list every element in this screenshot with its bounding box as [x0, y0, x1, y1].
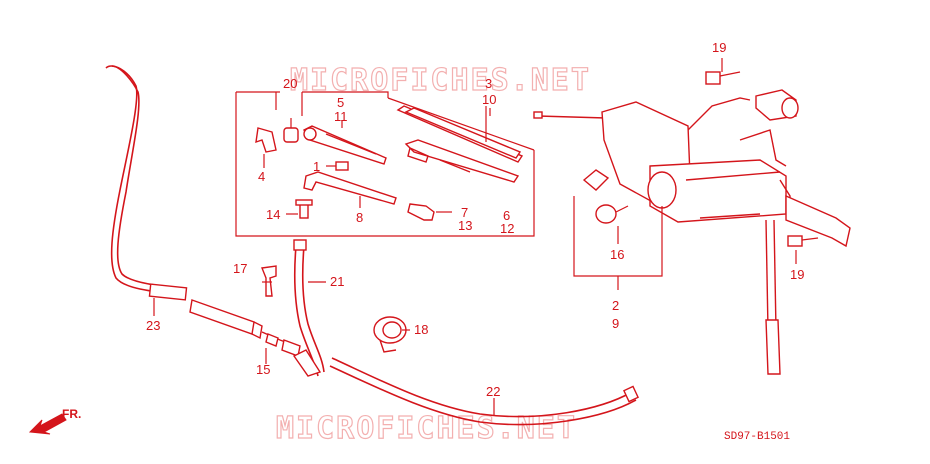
callout-14: 14 [266, 207, 280, 222]
callout-13: 13 [458, 218, 472, 233]
watermark-top: MICROFICHES.NET [290, 63, 591, 98]
callout-6: 6 [503, 208, 510, 223]
callout-16: 16 [610, 247, 624, 262]
harness-clip [582, 169, 610, 191]
direction-label: FR. [62, 407, 81, 421]
callout-22: 22 [486, 384, 500, 399]
nozzle-arm-8 [303, 171, 397, 205]
callout-15: 15 [256, 362, 270, 377]
callout-20: 20 [283, 76, 297, 91]
callout-9: 9 [612, 316, 619, 331]
hose-21 [292, 239, 325, 377]
grommet-18 [373, 316, 407, 353]
leader-lines [153, 108, 495, 416]
callout-12: 12 [500, 221, 514, 236]
cover-4 [255, 127, 277, 168]
motor-group-bracket [573, 196, 663, 290]
callout-10: 10 [482, 92, 496, 107]
callout-19-top: 19 [712, 40, 726, 55]
connector-19-top [705, 58, 799, 121]
wiper-arm-5-11 [303, 125, 387, 165]
callout-4: 4 [258, 169, 265, 184]
front-direction-arrow: FR. [28, 407, 81, 435]
hose-22 [329, 357, 639, 426]
cap-20 [283, 118, 299, 143]
wiper-motor-2-9 [533, 97, 851, 248]
nut-1 [326, 161, 349, 171]
bushing-16 [595, 204, 629, 244]
callout-5: 5 [337, 95, 344, 110]
joint-15 [261, 331, 301, 364]
callout-1: 1 [313, 159, 320, 174]
callout-11: 11 [334, 109, 348, 124]
callout-7: 7 [461, 205, 468, 220]
callout-21: 21 [330, 274, 344, 289]
callout-23: 23 [146, 318, 160, 333]
callout-8: 8 [356, 210, 363, 225]
callout-19-bottom: 19 [790, 267, 804, 282]
diagram-code: SD97-B1501 [724, 431, 790, 443]
drive-rod [765, 219, 781, 375]
nozzle-7-13 [407, 203, 452, 221]
hose-23 [105, 65, 188, 301]
callout-2: 2 [612, 298, 619, 313]
pipe-section [189, 299, 263, 340]
bolt-19-bottom [787, 235, 819, 264]
callout-18: 18 [414, 322, 428, 337]
clip-17 [261, 265, 277, 297]
wiper-blade-6-12 [404, 139, 520, 183]
wiper-blade-3-10 [396, 105, 524, 163]
bolt-14 [286, 199, 313, 219]
group-bracket-lines [235, 91, 535, 237]
callout-17: 17 [233, 261, 247, 276]
callout-3: 3 [485, 76, 492, 91]
